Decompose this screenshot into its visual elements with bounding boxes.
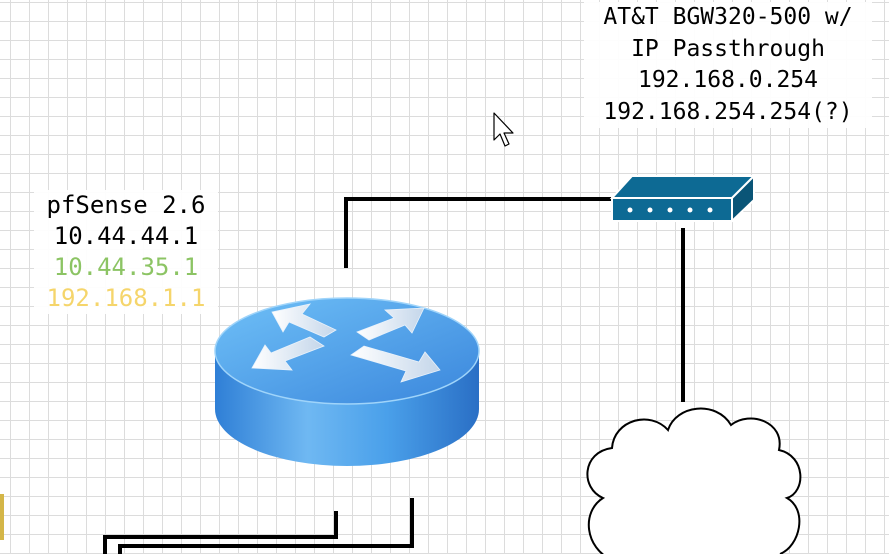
router-label: pfSense 2.6 10.44.44.1 10.44.35.1 192.16… [34, 190, 218, 314]
cloud-icon [586, 407, 802, 554]
router-lan-line-1 [103, 511, 338, 554]
router-to-modem-line [344, 197, 612, 268]
mouse-cursor-icon [493, 112, 514, 147]
connection-lines [103, 197, 685, 554]
router-icon [214, 297, 480, 466]
router-label-ip-3: 192.168.1.1 [46, 284, 206, 312]
router-label-name: pfSense 2.6 [46, 191, 206, 219]
router-label-ip-2: 10.44.35.1 [53, 253, 199, 281]
modem-label-line-3: 192.168.0.254 [637, 67, 818, 93]
modem-label-line-4: 192.168.254.254(?) [603, 98, 853, 125]
modem-label-line-2: IP Passthrough [631, 35, 825, 62]
router-lan-line-2 [118, 498, 414, 554]
modem-icon [609, 173, 757, 224]
modem-label-line-1: AT&T BGW320-500 w/ [603, 4, 853, 30]
router-label-ip-1: 10.44.44.1 [53, 222, 199, 250]
edge-marker [0, 494, 4, 540]
modem-label: AT&T BGW320-500 w/ IP Passthrough 192.16… [584, 2, 872, 128]
